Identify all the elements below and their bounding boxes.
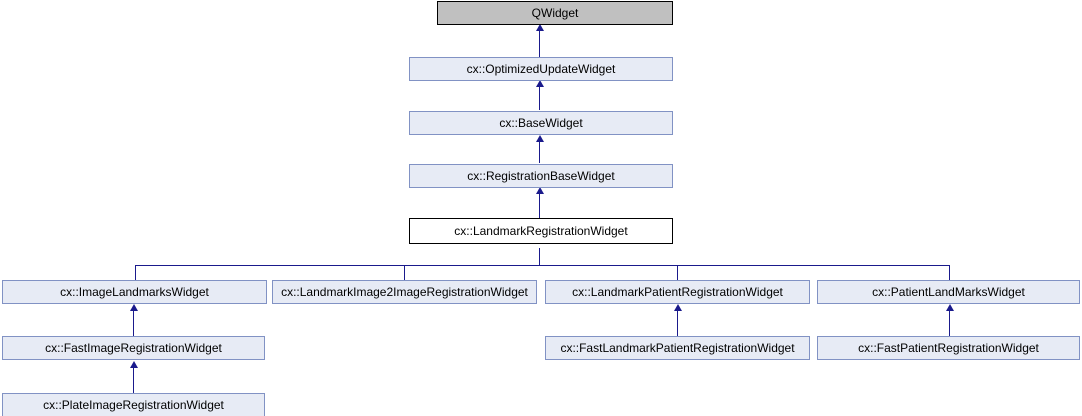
edge-optimizedupdatewidget-to-qwidget [539,31,540,57]
node-plate-image-registration-widget[interactable]: cx::PlateImageRegistrationWidget [2,393,265,416]
node-label: QWidget [531,6,579,20]
edge-bus-landmarkregistrationwidget-children [135,265,950,266]
arrowhead-registrationbasewidget [536,187,544,194]
node-registration-base-widget[interactable]: cx::RegistrationBaseWidget [409,164,673,188]
arrowhead-optimizedupdatewidget [536,80,544,87]
node-label: cx::LandmarkRegistrationWidget [454,224,628,238]
arrowhead-landmarkpatientregistrationwidget [674,304,682,311]
edge-registrationbasewidget-to-basewidget [539,142,540,163]
edge-fastimageregistrationwidget-to-imagelandmarkswidget [133,311,134,336]
node-patient-landmarks-widget[interactable]: cx::PatientLandMarksWidget [817,280,1080,304]
node-fast-landmark-patient-registration-widget[interactable]: cx::FastLandmarkPatientRegistrationWidge… [545,336,810,360]
arrowhead-qwidget [536,24,544,31]
edge-bus-drop-landmarkimage2imageregistrationwidget [404,265,405,281]
arrowhead-fastimageregistrationwidget [130,361,138,368]
node-fast-image-registration-widget[interactable]: cx::FastImageRegistrationWidget [2,336,265,360]
node-image-landmarks-widget[interactable]: cx::ImageLandmarksWidget [2,280,267,304]
edge-landmarkregistrationwidget-stub [539,248,540,266]
node-label: cx::ImageLandmarksWidget [60,285,209,299]
node-label: cx::LandmarkPatientRegistrationWidget [572,285,783,299]
arrowhead-basewidget [536,135,544,142]
node-label: cx::BaseWidget [499,116,583,130]
node-landmark-image2image-registration-widget[interactable]: cx::LandmarkImage2ImageRegistrationWidge… [272,280,537,304]
node-label: cx::PlateImageRegistrationWidget [43,398,224,412]
edge-bus-drop-patientlandmarkswidget [949,265,950,281]
arrowhead-imagelandmarkswidget [130,304,138,311]
node-label: cx::FastLandmarkPatientRegistrationWidge… [560,341,795,355]
node-optimized-update-widget[interactable]: cx::OptimizedUpdateWidget [409,57,673,81]
edge-fastlandmarkpatientregistrationwidget-to-landmarkpatientregistrationwidget [677,311,678,336]
node-fast-patient-registration-widget[interactable]: cx::FastPatientRegistrationWidget [817,336,1080,360]
edge-bus-drop-imagelandmarkswidget [135,265,136,281]
node-label: cx::OptimizedUpdateWidget [466,62,616,76]
edge-bus-drop-landmarkpatientregistrationwidget [677,265,678,281]
node-label: cx::LandmarkImage2ImageRegistrationWidge… [281,285,528,299]
node-landmark-registration-widget[interactable]: cx::LandmarkRegistrationWidget [409,218,673,244]
arrowhead-patientlandmarkswidget [946,304,954,311]
node-label: cx::RegistrationBaseWidget [467,169,615,183]
node-landmark-patient-registration-widget[interactable]: cx::LandmarkPatientRegistrationWidget [545,280,810,304]
node-label: cx::FastImageRegistrationWidget [45,341,222,355]
edge-plateimageregistrationwidget-to-fastimageregistrationwidget [133,368,134,393]
edge-landmarkregistrationwidget-to-registrationbasewidget [539,194,540,218]
edge-basewidget-to-optimizedupdatewidget [539,87,540,110]
node-label: cx::FastPatientRegistrationWidget [858,341,1039,355]
node-qwidget[interactable]: QWidget [437,1,673,25]
node-label: cx::PatientLandMarksWidget [872,285,1025,299]
node-base-widget[interactable]: cx::BaseWidget [409,111,673,135]
edge-fastpatientregistrationwidget-to-patientlandmarkswidget [949,311,950,336]
